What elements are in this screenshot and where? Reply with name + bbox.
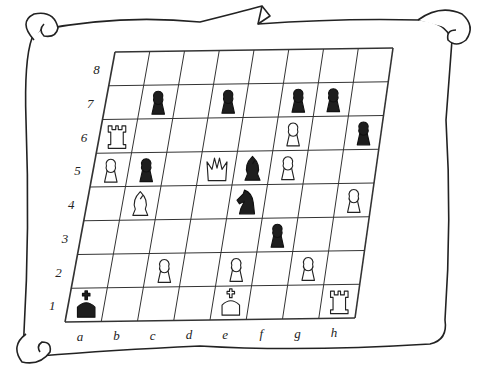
rank-label: 7 [87,96,94,109]
piece-outline [207,158,227,181]
piece-outline [294,89,304,102]
chess-rook [108,126,126,149]
chess-bishop [245,156,260,180]
chess-pawn [302,258,315,281]
piece-outline [108,126,126,149]
chess-knight [237,190,255,214]
file-label: g [294,326,301,339]
piece-outline [106,159,116,172]
piece-outline [140,195,143,199]
piece-outline [283,157,293,170]
piece-outline [329,89,339,102]
rank-label: 2 [55,265,62,278]
file-label: c [150,328,156,341]
board-grid-line [355,48,393,318]
rank-label: 3 [62,231,69,244]
board-grid-line [101,52,150,322]
chess-pawn [357,122,370,145]
rank-label: 4 [68,198,75,211]
piece-outline [331,291,349,314]
piece-outline [223,90,233,103]
piece-outline [288,123,298,136]
board-grid-line [319,49,359,319]
piece-outline [141,159,151,172]
chess-rook [331,291,349,314]
chess-board [65,48,393,322]
file-label: b [113,329,120,342]
scroll-curl-top-right [418,10,470,44]
chess-pawn [222,90,235,113]
piece-outline [303,258,313,271]
scroll-curl-bottom-left [17,334,50,363]
board-grid-line [174,51,220,321]
scroll-tear [258,6,270,24]
rank-label: 8 [93,63,100,76]
piece-outline [222,301,240,315]
chess-pawn [152,91,165,114]
chess-pawn [327,89,340,112]
chess-pawn [230,259,243,282]
chess-king [222,289,240,315]
chess-pawn [158,260,171,283]
chess-queen [207,158,227,181]
chess-pawn [282,157,295,180]
piece-outline [273,224,283,237]
piece-outline [153,91,163,104]
piece-outline [231,259,241,272]
board-grid-line [246,50,289,320]
chess-king [77,291,95,317]
file-label: d [186,328,193,341]
chess-bishop [133,192,148,216]
piece-outline [237,190,255,214]
chess-pawn [348,190,361,213]
piece-outline [160,260,170,273]
piece-outline [227,289,235,298]
file-label: f [260,327,264,340]
board-grid-line [65,52,115,322]
board-grid-line [210,50,254,320]
piece-outline [82,291,90,300]
chess-pawn [140,159,153,182]
rank-label: 5 [74,164,81,177]
board-grid-line [138,51,185,321]
file-label: h [331,326,338,339]
scroll-paper [24,6,452,356]
rank-label: 6 [81,130,88,143]
file-label: a [77,329,84,342]
rank-label: 1 [49,299,56,312]
piece-outline [349,190,359,203]
chess-pieces [77,89,369,317]
chess-pawn [271,224,284,247]
piece-outline [359,122,369,135]
chess-pawn [105,159,118,182]
piece-outline [253,160,256,164]
scroll-curl-top-left [26,13,58,40]
chess-pawn [292,89,305,112]
piece-outline [133,192,148,216]
board-grid-line [283,49,324,319]
piece-outline [245,156,260,180]
chess-pawn [287,123,300,146]
piece-outline [77,303,95,317]
file-label: e [222,327,228,340]
